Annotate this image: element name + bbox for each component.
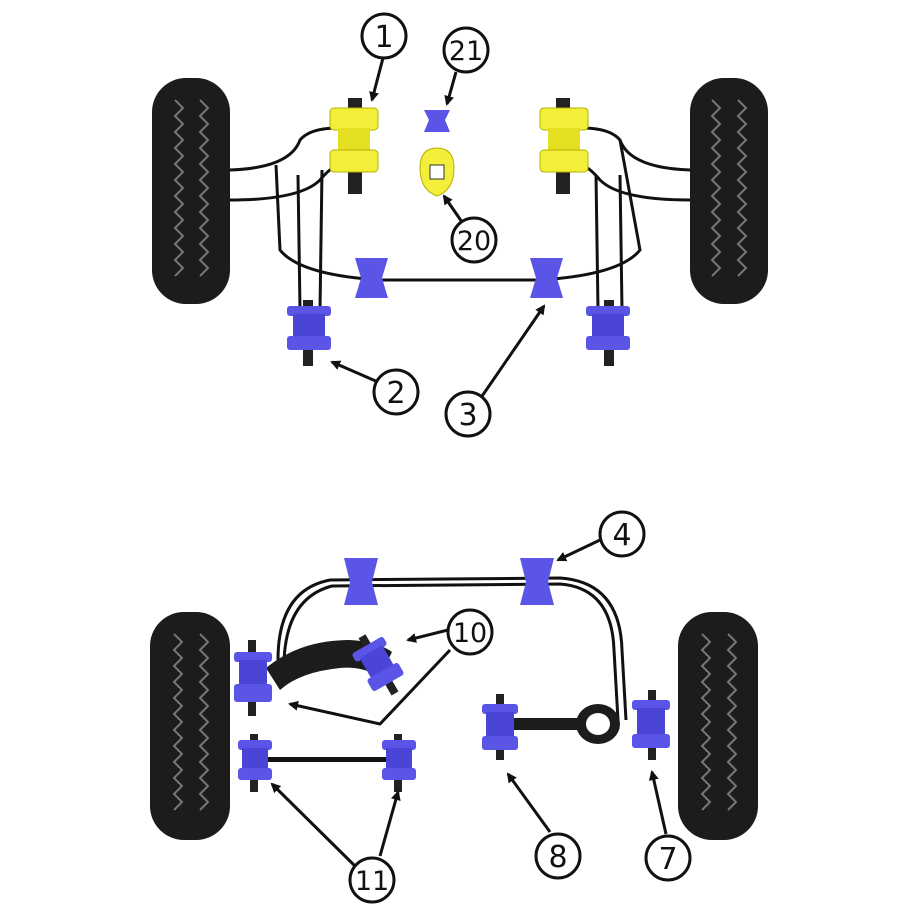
callout-20: 20 [450, 216, 498, 264]
callout-7: 7 [644, 834, 692, 882]
arrow-icon [270, 57, 668, 868]
bush-4-left [344, 558, 378, 605]
svg-text:1: 1 [374, 20, 393, 55]
rear-anti-roll-bar [276, 576, 628, 721]
tyre-icon [678, 612, 758, 840]
svg-text:20: 20 [457, 226, 491, 257]
callout-1: 1 [360, 12, 408, 60]
svg-text:3: 3 [458, 398, 477, 433]
bush-3-right [530, 258, 563, 298]
bush-1-right [539, 98, 589, 194]
bush-20 [419, 147, 455, 197]
drop-link [482, 694, 620, 760]
callout-2: 2 [372, 368, 420, 416]
callout-4: 4 [598, 510, 646, 558]
svg-text:21: 21 [449, 36, 483, 67]
bush-10 [352, 634, 404, 696]
callout-11: 11 [348, 856, 396, 904]
bush-21 [424, 110, 450, 132]
bush-1-left [329, 98, 379, 194]
bush-2-left [287, 300, 331, 366]
bush-hub-left [234, 640, 272, 716]
callout-8: 8 [534, 832, 582, 880]
front-assembly [152, 78, 768, 366]
svg-text:11: 11 [355, 866, 389, 897]
svg-text:2: 2 [386, 376, 405, 411]
svg-text:7: 7 [658, 842, 677, 877]
bush-4-right [520, 558, 554, 605]
bush-3-left [355, 258, 388, 298]
callout-10: 10 [446, 608, 494, 656]
bush-7 [632, 690, 670, 760]
svg-text:10: 10 [453, 618, 487, 649]
svg-text:8: 8 [548, 840, 567, 875]
tyre-icon [152, 78, 230, 304]
tyre-icon [690, 78, 768, 304]
callout-21: 21 [442, 26, 490, 74]
callout-3: 3 [444, 390, 492, 438]
bush-2-right [586, 300, 630, 366]
svg-text:4: 4 [612, 518, 631, 553]
lateral-link [238, 734, 416, 792]
rear-assembly [150, 558, 758, 840]
tyre-icon [150, 612, 230, 840]
